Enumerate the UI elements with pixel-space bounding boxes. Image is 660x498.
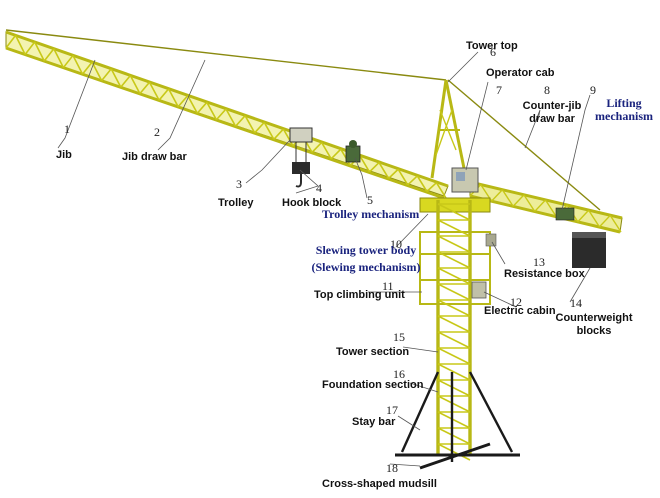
label-hook-block: Hook block [282,197,342,209]
resistance-box [485,233,497,247]
counter-jib [469,180,623,234]
cross-shaped-mudsill [395,442,520,470]
part-number-1: 1 [64,122,70,136]
lifting-mechanism [555,207,575,221]
jib-draw-bar [5,29,447,81]
label-operator-cab: Operator cab [486,67,555,79]
part-number-9: 9 [590,83,596,97]
part-number-11: 11 [382,279,394,293]
part-number-12: 12 [510,295,522,309]
label-trolley: Trolley [218,197,254,209]
label-tower-section: Tower section [336,346,410,358]
label-slewing-tower-body: Slewing tower body (Slewing mechanism) [311,243,421,274]
label-stay-bar: Stay bar [352,416,396,428]
part-number-7: 7 [496,83,502,97]
trolley-mechanism [345,140,361,163]
label-tower-top: Tower top [466,40,518,52]
stay-bars [400,371,514,462]
label-foundation-section: Foundation section [322,379,424,391]
part-number-16: 16 [393,367,405,381]
label-top-climbing-unit: Top climbing unit [314,289,405,301]
jib [5,30,449,200]
part-number-14: 14 [570,296,582,310]
part-number-3: 3 [236,177,242,191]
part-number-4: 4 [316,181,322,195]
slewing-platform [419,197,491,213]
part-number-13: 13 [533,255,545,269]
label-jib: Jib [56,149,72,161]
label-cross-shaped-mudsill: Cross-shaped mudsill [322,478,437,490]
label-lifting-mechanism: Lifting mechanism [595,96,653,123]
electric-cabin [471,281,487,299]
label-resistance-box: Resistance box [504,268,585,280]
part-number-5: 5 [367,193,373,207]
tower-mast [436,200,472,461]
tower-top [430,79,468,179]
label-jib-draw-bar: Jib draw bar [122,151,187,163]
part-number-8: 8 [544,83,550,97]
hook-block [292,162,310,188]
label-counter-jib-draw-bar: Counter-jib draw bar [522,100,582,125]
part-number-17: 17 [386,403,398,417]
label-trolley-mechanism: Trolley mechanism [322,207,420,221]
label-counterweight-blocks: Counterweight blocks [555,312,633,337]
part-number-15: 15 [393,330,405,344]
label-electric-cabin: Electric cabin [484,305,556,317]
trolley [289,127,313,164]
part-number-6: 6 [490,45,496,59]
counter-jib-draw-bar [447,79,601,211]
part-number-18: 18 [386,461,398,475]
leader-lines [57,51,591,467]
part-number-2: 2 [154,125,160,139]
part-number-10: 10 [390,237,402,251]
